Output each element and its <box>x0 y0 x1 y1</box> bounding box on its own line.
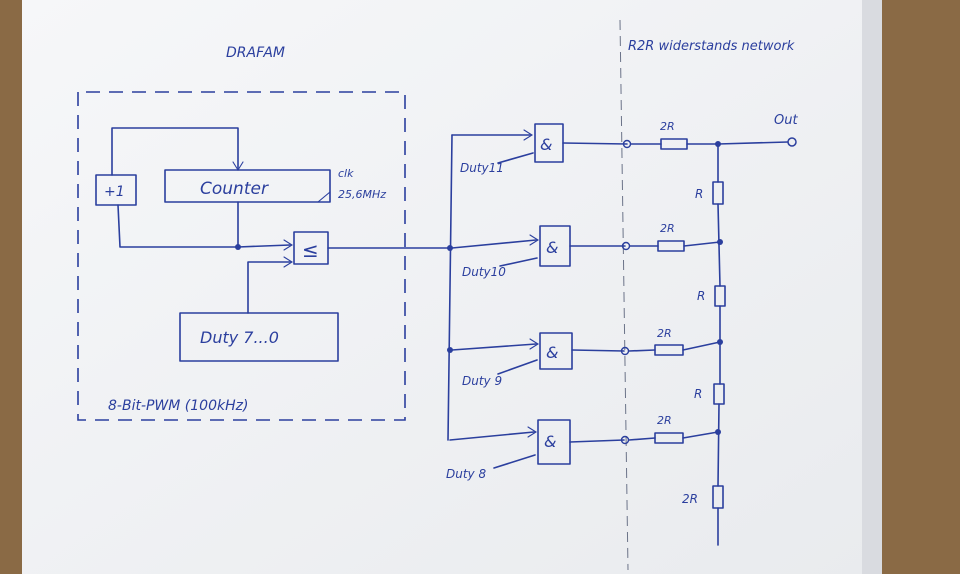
svg-text:&: & <box>540 135 552 154</box>
duty10-label: Duty10 <box>462 265 506 279</box>
arrow-gate-3 <box>529 338 540 350</box>
clk-freq: 25,6MHz <box>338 188 386 201</box>
out-wire <box>717 141 789 145</box>
arrow-gate-1 <box>523 129 534 141</box>
gate4-out <box>569 439 625 443</box>
feedback-wire <box>111 127 239 176</box>
resistor-2r-1-label: 2R <box>660 120 675 133</box>
wire-2r4-b <box>682 431 719 439</box>
duty-register: Duty 7...0 <box>179 312 339 362</box>
resistor-term-label: 2R <box>682 492 698 506</box>
wire-2r4-a <box>628 437 656 441</box>
svg-text:&: & <box>544 432 556 451</box>
resistor-2r-4-label: 2R <box>657 414 672 427</box>
svg-text:&: & <box>546 343 558 362</box>
out-label: Out <box>774 113 798 128</box>
ladder-2 <box>717 203 721 287</box>
duty-to-comparator-wire <box>247 261 291 314</box>
to-comparator-wire <box>237 244 291 248</box>
arrow-gate-2 <box>529 234 540 246</box>
duty9-label: Duty 9 <box>462 374 502 388</box>
node-4 <box>715 429 721 435</box>
duty10-wire <box>499 257 538 267</box>
wire-2r2-b <box>683 241 721 247</box>
resistor-2r-3-label: 2R <box>657 327 672 340</box>
paper-sheet <box>22 0 874 574</box>
gate1-out <box>562 142 628 145</box>
ladder-4 <box>717 403 720 487</box>
junction-bus-2 <box>447 347 453 353</box>
resistor-r-3-label: R <box>694 387 702 401</box>
wire-2r3-b <box>682 341 721 351</box>
title-left: DRAFAM <box>226 45 285 61</box>
title-right: R2R widerstands network <box>628 39 795 54</box>
junction-bus-1 <box>447 245 453 251</box>
pwm-label: 8-Bit-PWM (100kHz) <box>108 398 248 414</box>
section-divider <box>619 19 629 571</box>
duty8-wire <box>493 454 536 469</box>
comparator-symbol: ≤ <box>302 238 319 262</box>
pwm-bus <box>447 134 453 441</box>
duty11-label: Duty11 <box>460 161 504 175</box>
duty11-wire <box>497 152 534 164</box>
wire-2r3-a <box>628 349 656 352</box>
incrementer-block: +1 <box>95 174 137 206</box>
bus-to-gate-4 <box>449 431 535 441</box>
bus-to-gate-3 <box>451 343 537 351</box>
node-2 <box>717 239 723 245</box>
duty-register-label: Duty 7...0 <box>200 328 279 347</box>
node-3 <box>717 339 723 345</box>
bus-to-gate-2 <box>451 239 537 249</box>
counter-label: Counter <box>200 179 269 199</box>
paper-edge <box>862 0 882 574</box>
and-gate-3: & <box>539 332 573 370</box>
counter-block: Counter <box>164 169 331 203</box>
pwm-block <box>77 91 406 421</box>
clk-label: clk <box>338 167 354 180</box>
to-comparator-arrow <box>283 239 294 251</box>
resistor-r-2-label: R <box>697 289 705 303</box>
feedback-arrow <box>232 161 244 172</box>
incrementer-label: +1 <box>104 184 125 200</box>
counter-out-wire <box>117 201 239 248</box>
gate3-out <box>571 349 625 352</box>
svg-text:&: & <box>546 238 558 257</box>
arrow-gate-4 <box>527 426 538 438</box>
out-terminal <box>787 137 797 147</box>
resistor-2r-2-label: 2R <box>660 222 675 235</box>
duty-arrow <box>283 256 294 268</box>
duty9-wire <box>497 359 538 375</box>
resistor-r-1-label: R <box>695 187 703 201</box>
duty8-label: Duty 8 <box>446 467 486 481</box>
